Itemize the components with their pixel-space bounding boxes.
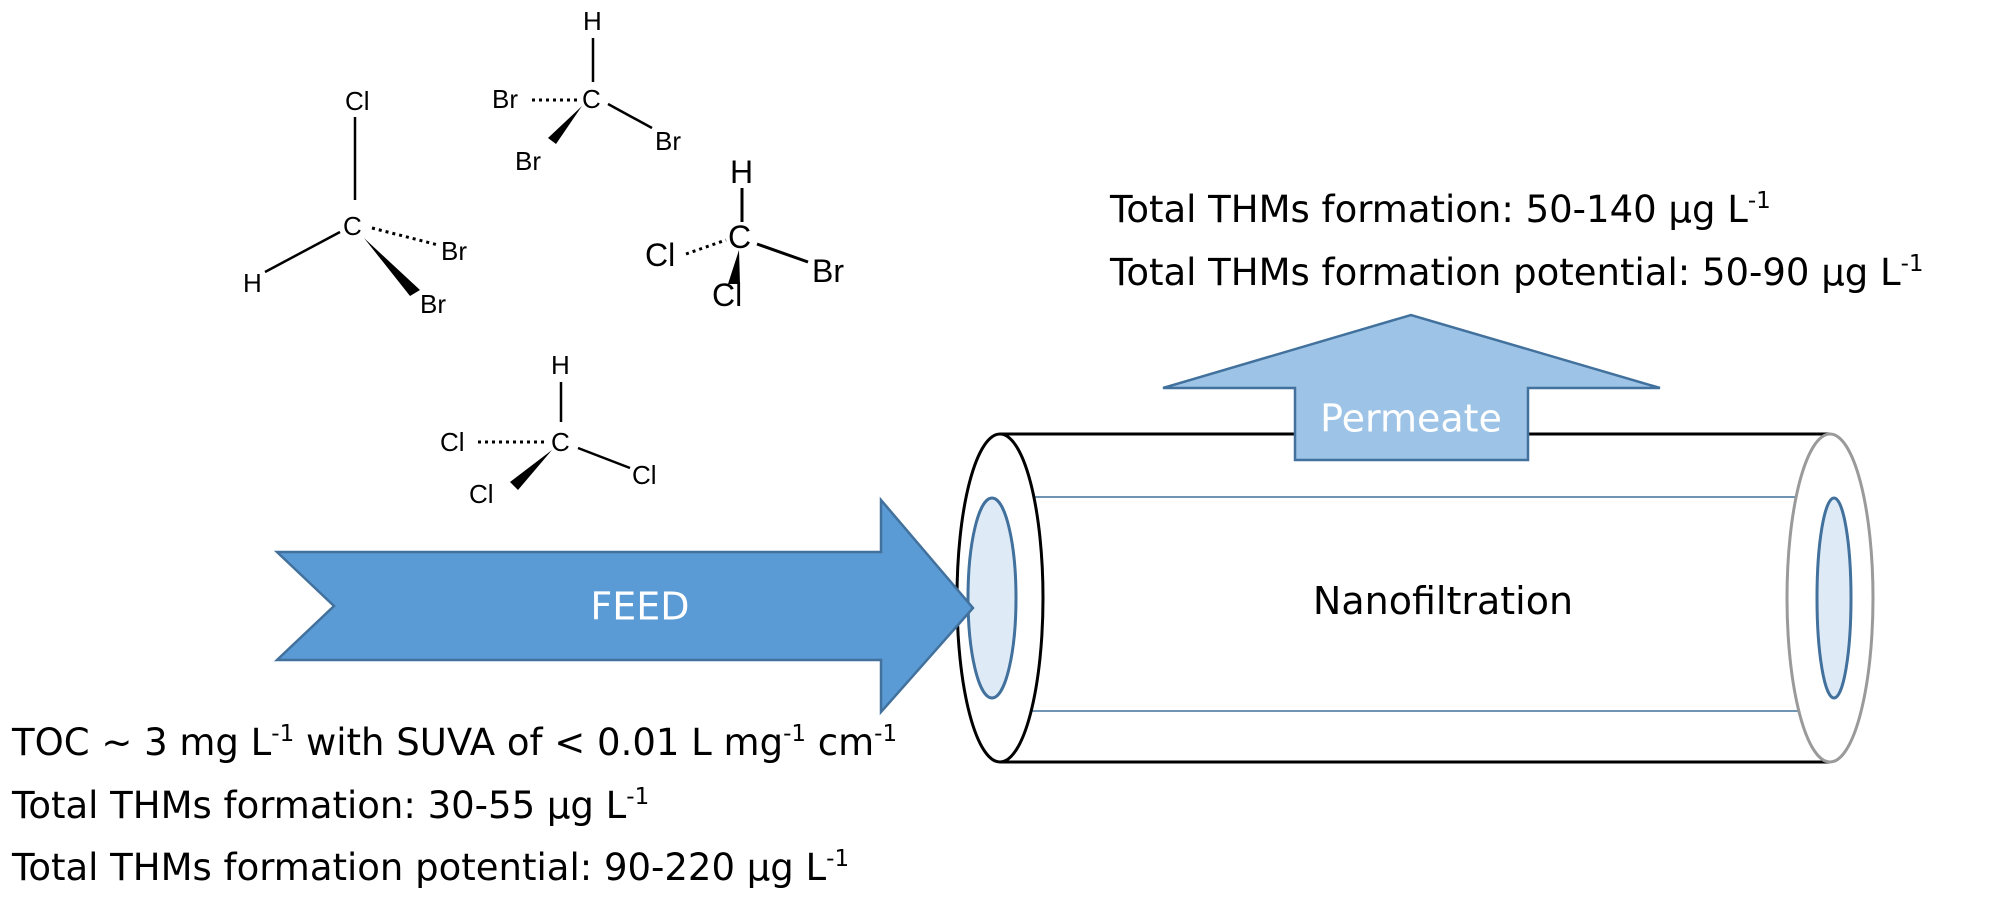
feed-label: FEED [590, 585, 689, 629]
feed-toc-line: TOC ~ 3 mg L-1 with SUVA of < 0.01 L mg-… [11, 721, 897, 764]
molecule-2-left-atom: Br [492, 84, 518, 114]
feed-formation-line: Total THMs formation: 30-55 µg L-1 [11, 784, 649, 827]
feed-caption: TOC ~ 3 mg L-1 with SUVA of < 0.01 L mg-… [11, 721, 897, 889]
molecule-2-center-atom: C [582, 84, 601, 114]
molecule-2-wedge-bond [548, 106, 582, 144]
molecule-4-wedge-bond [510, 450, 552, 490]
permeate-potential-line: Total THMs formation potential: 50-90 µg… [1109, 251, 1924, 294]
molecule-4-bond-right [577, 446, 631, 470]
permeate-potential-sup: -1 [1901, 251, 1924, 277]
molecule-4-right-atom: Cl [632, 460, 657, 490]
molecule-3-hashed-bond [685, 238, 727, 256]
cylinder-left-lumen [966, 496, 1018, 700]
molecule-2-wedge-atom: Br [515, 146, 541, 176]
molecule-4-center-atom: C [551, 427, 570, 457]
molecule-2-right-atom: Br [655, 126, 681, 156]
feed-toc-b-sup: -1 [783, 721, 806, 747]
permeate-label: Permeate [1320, 397, 1502, 441]
feed-formation-text: Total THMs formation: 30-55 µg L [11, 784, 627, 827]
molecule-1-left-atom: H [243, 268, 262, 298]
molecule-3-wedge-bond [728, 250, 740, 284]
feed-potential-sup: -1 [826, 846, 849, 872]
permeate-formation-text: Total THMs formation: 50-140 µg L [1109, 188, 1748, 231]
molecule-4-top-atom: H [551, 350, 570, 380]
feed-toc-a-sup: -1 [271, 721, 294, 747]
molecule-3-bond-right [756, 242, 809, 264]
molecule-2-top-atom: H [583, 6, 602, 36]
molecule-3-top-atom: H [730, 154, 753, 190]
molecule-1-center-atom: C [343, 211, 362, 241]
permeate-arrow: Permeate [1162, 313, 1661, 462]
unit-label: Nanofiltration [1313, 579, 1573, 623]
permeate-potential-text: Total THMs formation potential: 50-90 µg… [1109, 251, 1901, 294]
feed-arrow-shape [273, 496, 975, 716]
molecule-3-right-atom: Br [812, 253, 844, 289]
molecule-4: H C Cl Cl Cl [440, 350, 657, 509]
molecule-1-hashed-bond [371, 226, 439, 247]
feed-potential-text: Total THMs formation potential: 90-220 µ… [11, 846, 827, 889]
feed-arrow: FEED [273, 496, 975, 716]
molecule-3-left-atom: Cl [645, 237, 675, 273]
permeate-arrow-shape [1162, 313, 1661, 462]
feed-toc-b: with SUVA of < 0.01 L mg [294, 721, 783, 764]
molecule-1-wedge-atom: Br [420, 289, 446, 319]
molecule-1-bond-left [264, 230, 341, 274]
nanofiltration-module: Nanofiltration [955, 432, 1875, 764]
molecule-2: H C Br Br Br [492, 6, 681, 176]
molecule-1: Cl C H Br Br [243, 86, 467, 319]
molecule-4-left-atom: Cl [440, 427, 465, 457]
feed-formation-sup: -1 [626, 784, 649, 810]
molecule-3-wedge-atom: Cl [712, 277, 742, 313]
molecule-1-wedge-bond [364, 238, 420, 296]
cylinder-body-fill [1000, 434, 1830, 762]
molecule-4-wedge-atom: Cl [469, 479, 494, 509]
feed-toc-a: TOC ~ 3 mg L [11, 721, 272, 764]
molecule-3: H C Cl Br Cl [645, 154, 844, 313]
molecule-1-top-atom: Cl [345, 86, 370, 116]
permeate-caption: Total THMs formation: 50-140 µg L-1 Tota… [1109, 188, 1924, 294]
feed-potential-line: Total THMs formation potential: 90-220 µ… [11, 846, 849, 889]
permeate-formation-sup: -1 [1748, 188, 1771, 214]
cylinder-right-lumen [1815, 496, 1853, 700]
feed-toc-c-sup: -1 [874, 721, 897, 747]
molecule-2-bond-right [607, 102, 653, 130]
permeate-formation-line: Total THMs formation: 50-140 µg L-1 [1109, 188, 1771, 231]
molecule-1-right-atom: Br [441, 236, 467, 266]
feed-toc-c: cm [806, 721, 874, 764]
molecule-3-center-atom: C [728, 219, 751, 255]
